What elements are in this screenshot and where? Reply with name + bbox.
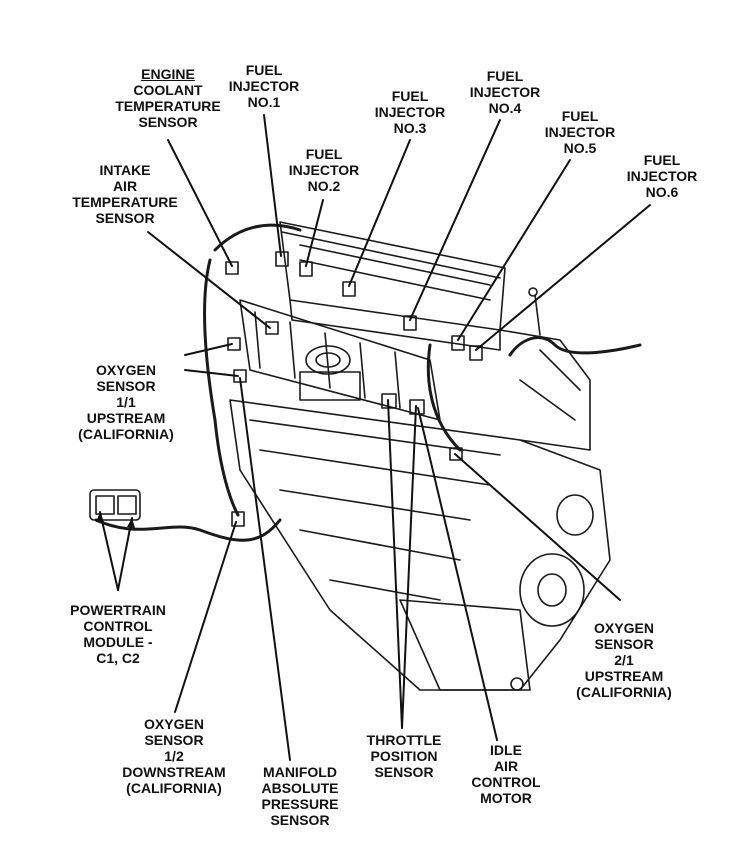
leader-o2-21 — [454, 453, 621, 601]
oil-pan — [399, 599, 531, 691]
powertrain-control-module-label: POWERTRAIN CONTROL MODULE - C1, C2 — [70, 602, 166, 666]
wiring-harness — [94, 518, 282, 542]
throttle-body — [305, 345, 351, 375]
leader-ect — [167, 139, 233, 267]
fuel-injector-1-label: FUEL INJECTOR NO.1 — [228, 62, 300, 110]
fuel-injector-6-label: FUEL INJECTOR NO.6 — [626, 152, 698, 200]
leader-inj2 — [305, 199, 324, 267]
engine-coolant-temperature-sensor-label: ENGINE COOLANT TEMPERATURE SENSOR — [115, 66, 221, 130]
intake-air-temperature-sensor-label: INTAKE AIR TEMPERATURE SENSOR — [72, 162, 178, 226]
leader-tps-b — [401, 405, 417, 729]
leader-inj6 — [475, 204, 651, 351]
leader-inj5 — [457, 159, 571, 341]
fuel-injector-5-label: FUEL INJECTOR NO.5 — [544, 108, 616, 156]
leader-inj4 — [409, 119, 501, 321]
idle-air-control-motor-label: IDLE AIR CONTROL MOTOR — [471, 742, 541, 806]
leader-pcm-a — [99, 511, 119, 591]
leader-o2-12 — [174, 521, 237, 713]
leader-tps-a — [387, 399, 403, 729]
fuel-injector-4-label: FUEL INJECTOR NO.4 — [469, 68, 541, 116]
leader-iac — [417, 407, 498, 741]
oxygen-sensor-1-2-label: OXYGEN SENSOR 1/2 DOWNSTREAM (CALIFORNIA… — [122, 716, 226, 796]
manifold-absolute-pressure-sensor-label: MANIFOLD ABSOLUTE PRESSURE SENSOR — [261, 764, 339, 828]
fuel-injector-2-label: FUEL INJECTOR NO.2 — [288, 146, 360, 194]
oxygen-sensor-2-1-label: OXYGEN SENSOR 2/1 UPSTREAM (CALIFORNIA) — [576, 620, 672, 700]
leader-inj1 — [263, 114, 282, 257]
leader-inj3 — [348, 139, 411, 287]
leader-o2-11b — [184, 369, 239, 377]
leader-map — [239, 377, 291, 761]
throttle-position-sensor-label: THROTTLE POSITION SENSOR — [366, 732, 442, 780]
crank-pulley — [519, 553, 585, 627]
oxygen-sensor-1-1-label: OXYGEN SENSOR 1/1 UPSTREAM (CALIFORNIA) — [78, 362, 174, 442]
leader-pcm-b — [117, 517, 133, 591]
leader-iat — [147, 231, 271, 329]
pcm-connector — [89, 489, 141, 521]
engine-block — [229, 399, 611, 691]
leader-o2-11a — [184, 343, 233, 356]
fuel-injector-3-label: FUEL INJECTOR NO.3 — [374, 88, 446, 136]
